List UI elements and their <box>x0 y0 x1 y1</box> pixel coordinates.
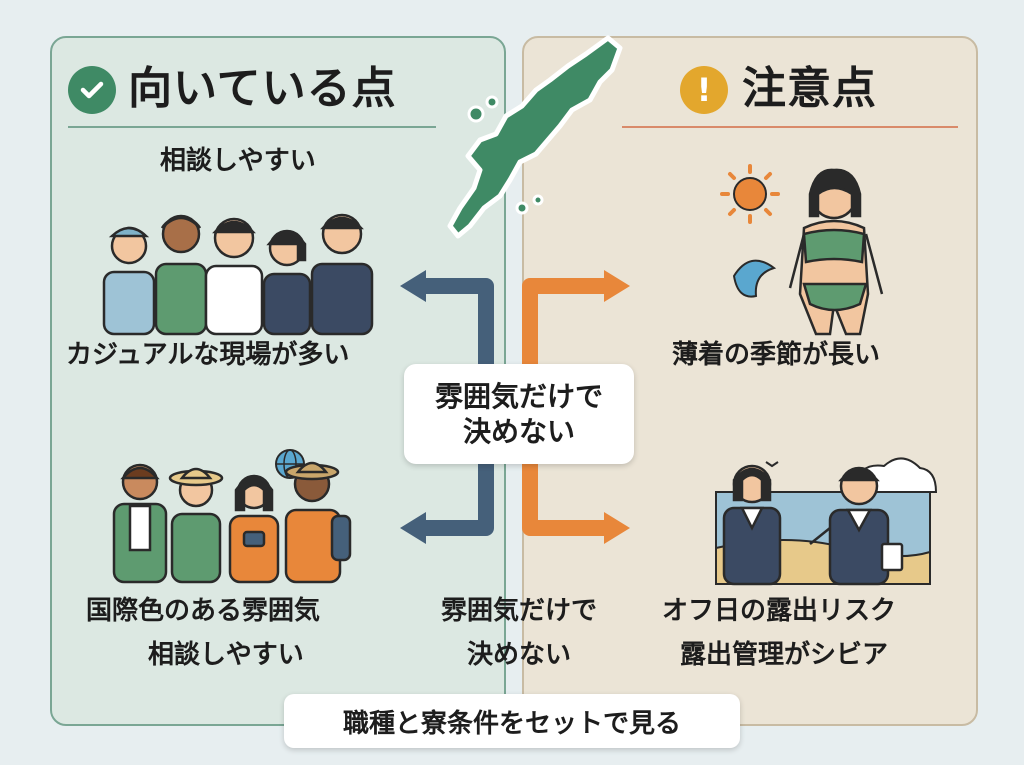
day-off-exposure-caption: オフ日の露出リスク <box>662 596 897 626</box>
swimwear-person-illustration <box>720 164 884 336</box>
callout-line-1: 雰囲気だけで <box>434 380 603 413</box>
caution-heading: 注意点 <box>742 63 877 114</box>
footer-banner: 職種と寮条件をセットで見る <box>284 694 740 748</box>
tourists-illustration <box>112 449 352 584</box>
exposure-management-caption: 露出管理がシビア <box>680 640 889 670</box>
center-callout: 雰囲気だけで 決めない <box>404 364 634 464</box>
exclamation-circle-icon: ! <box>680 66 728 114</box>
international-atmosphere-caption: 国際色のある雰囲気 <box>86 596 321 626</box>
left-divider <box>68 126 436 128</box>
okinawa-island-illustration <box>447 35 623 239</box>
beach-staff-illustration <box>715 457 938 586</box>
staff-group-illustration <box>102 213 374 336</box>
casual-workplaces-caption: カジュアルな現場が多い <box>66 340 350 370</box>
sun-icon <box>720 164 780 224</box>
check-circle-icon <box>68 66 116 114</box>
repeat-callout-line-1: 雰囲気だけで <box>440 596 597 626</box>
light-clothing-season-caption: 薄着の季節が長い <box>672 340 881 370</box>
callout-line-2: 決めない <box>462 415 575 448</box>
consultable-subheading: 相談しやすい <box>160 146 316 176</box>
footer-label: 職種と寮条件をセットで見る <box>342 708 681 739</box>
repeat-callout-line-2: 決めない <box>466 640 571 670</box>
suitable-heading: 向いている点 <box>128 63 397 114</box>
right-divider <box>622 126 958 128</box>
consultable-caption: 相談しやすい <box>148 640 304 670</box>
